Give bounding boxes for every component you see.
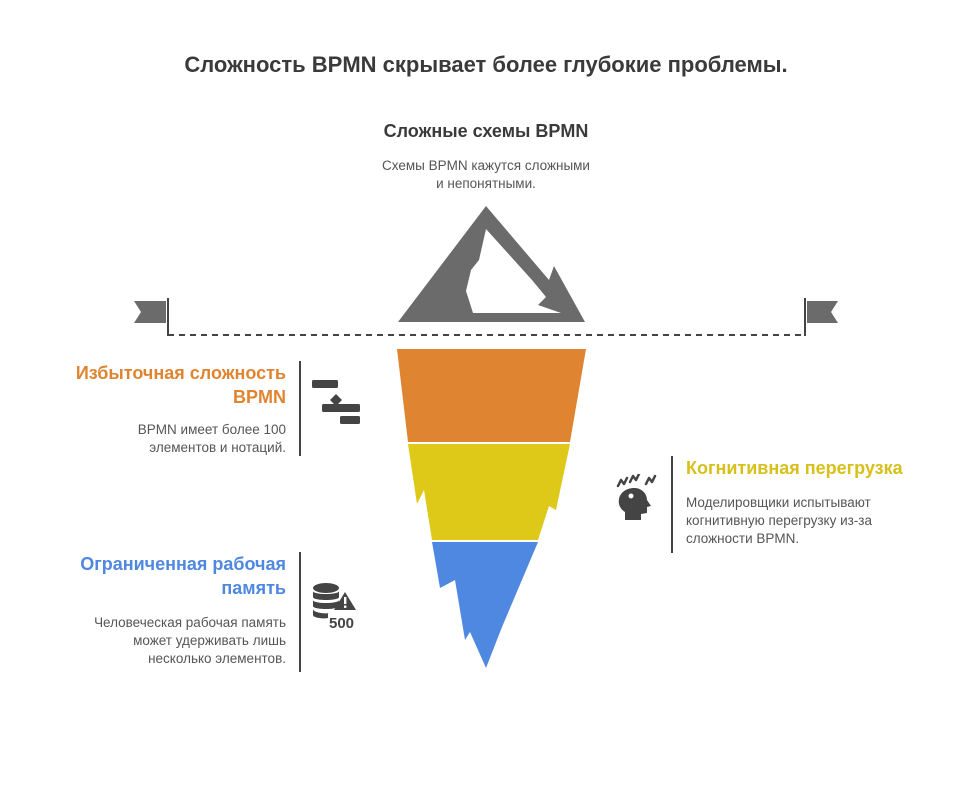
heading-line: память <box>221 578 286 598</box>
excess-complexity-heading: Избыточная сложность BPMN <box>40 361 286 409</box>
description-line: BPMN имеет более 100 <box>137 422 286 437</box>
limited-memory-heading: Ограниченная рабочая память <box>40 552 286 600</box>
limited-memory-description: Человеческая рабочая память может удержи… <box>40 614 286 668</box>
layer-limited-memory <box>432 542 538 668</box>
description-line: несколько элементов. <box>148 651 286 666</box>
tip-heading: Сложные схемы BPMN <box>383 121 589 141</box>
excess-complexity-description: BPMN имеет более 100 элементов и нотаций… <box>40 421 286 457</box>
description-line: может удерживать лишь <box>133 633 286 648</box>
heading-line: Ограниченная рабочая <box>80 554 286 574</box>
heading-line: BPMN <box>233 387 286 407</box>
heading-line: Избыточная сложность <box>75 363 286 383</box>
description-line: сложности BPMN. <box>686 531 800 546</box>
stressed-head-icon <box>616 474 657 520</box>
cognitive-overload-description: Моделировщики испытывают когнитивную пер… <box>686 494 946 548</box>
left-flag-icon <box>134 301 166 323</box>
excess-complexity-divider <box>299 361 301 456</box>
database-warning-icon: 500 <box>313 583 356 632</box>
gantt-steps-icon <box>312 380 360 424</box>
tip-description-line: Схемы BPMN кажутся сложными <box>382 158 590 173</box>
tip-description-line: и непонятными. <box>436 176 536 191</box>
cognitive-overload-divider <box>671 456 673 553</box>
right-flag-icon <box>807 301 838 323</box>
description-line: когнитивную перегрузку из-за <box>686 513 873 528</box>
description-line: Моделировщики испытывают <box>686 495 871 510</box>
cognitive-overload-block: Когнитивная перегрузка Моделировщики исп… <box>686 456 946 548</box>
iceberg-tip <box>398 206 585 322</box>
limited-memory-block: Ограниченная рабочая память Человеческая… <box>40 552 286 668</box>
limited-memory-divider <box>299 552 301 672</box>
layer-cognitive-overload <box>408 444 570 540</box>
tip-description: Схемы BPMN кажутся сложными и непонятным… <box>330 157 642 193</box>
excess-complexity-block: Избыточная сложность BPMN BPMN имеет бол… <box>40 361 286 457</box>
description-line: элементов и нотаций. <box>149 440 286 455</box>
database-capacity-label: 500 <box>329 615 354 632</box>
layer-excess-complexity <box>397 349 586 442</box>
page-title: Сложность BPMN скрывает более глубокие п… <box>184 52 788 77</box>
description-line: Человеческая рабочая память <box>94 615 286 630</box>
cognitive-overload-heading: Когнитивная перегрузка <box>686 458 903 478</box>
